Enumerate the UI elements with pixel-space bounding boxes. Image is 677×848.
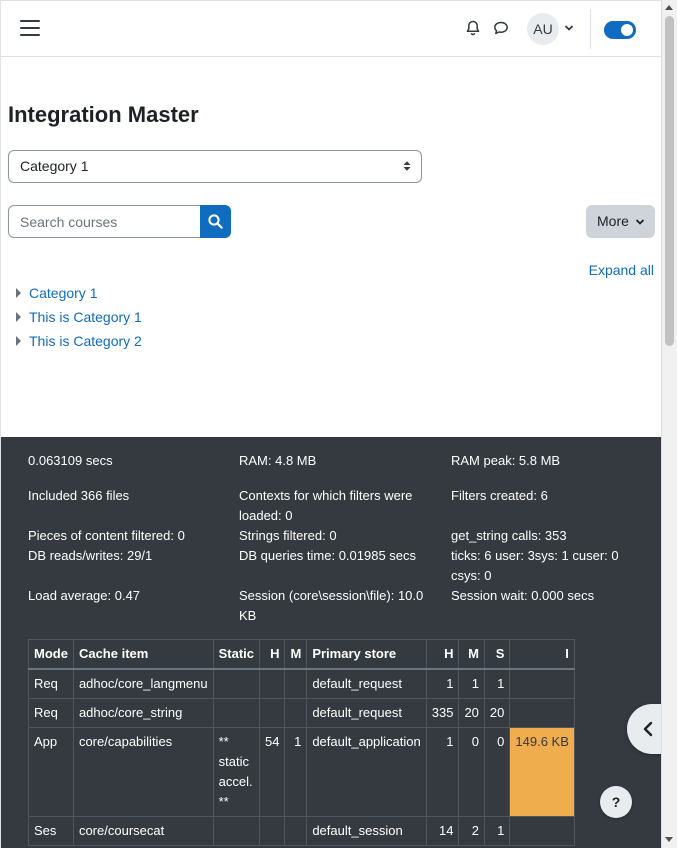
perf-ticks: ticks: 6 user: 3sys: 1 cuser: 0 csys: 0 [451,548,619,583]
col-cache-item: Cache item [72,639,214,670]
perf-db-reads-writes: DB reads/writes: 29/1 [28,548,153,563]
search-icon [208,214,223,229]
edit-mode-toggle[interactable] [604,21,636,39]
table-row: Req adhoc/core_langmenu default_request … [28,668,575,699]
perf-strings-filtered: Strings filtered: 0 [239,528,337,543]
search-button[interactable] [200,205,231,238]
page-scrollbar[interactable] [661,0,677,848]
category-select[interactable]: Category 1 [8,150,422,183]
perf-db-time: DB queries time: 0.01985 secs [239,548,417,563]
perf-session-wait: Session wait: 0.000 secs [451,588,595,603]
navbar: AU [1,1,661,57]
highlight-cell: 149.6 KB [509,727,575,817]
col-h2: H [425,639,460,670]
scroll-thumb[interactable] [665,16,674,346]
performance-footer: 0.063109 secs RAM: 4.8 MB RAM peak: 5.8 … [1,437,661,848]
caret-right-icon [16,336,21,346]
chevron-down-icon [635,219,645,225]
col-h: H [259,639,286,670]
col-i: I [509,639,575,670]
page-title: Integration Master [8,102,199,127]
scroll-down-arrow-icon[interactable] [665,837,673,842]
category-item[interactable]: This is Category 1 [16,309,142,329]
page-frame: AU Integration Master Category 1 More Ex… [0,0,661,848]
perf-time: 0.063109 secs [28,453,113,468]
col-mode: Mode [28,639,74,670]
perf-get-string: get_string calls: 353 [451,528,567,543]
category-select-value: Category 1 [20,158,89,174]
menu-hamburger-icon[interactable] [20,20,40,36]
caret-right-icon [16,288,21,298]
perf-session: Session (core\session\file): 10.0 KB [239,588,424,623]
chevron-down-icon[interactable] [564,23,574,33]
chat-bubble-icon[interactable] [492,19,510,37]
table-row: Ses core/coursecat default_session 14 2 … [28,816,575,846]
table-row: App core/capabilities ** static accel. *… [28,727,575,817]
search-input[interactable] [8,205,201,238]
category-item[interactable]: Category 1 [16,285,97,305]
navbar-divider [590,9,591,49]
bell-icon[interactable] [464,19,482,37]
perf-pieces-filtered: Pieces of content filtered: 0 [28,528,185,543]
user-avatar[interactable]: AU [527,13,559,45]
select-arrows-icon [403,161,411,171]
perf-ram: RAM: 4.8 MB [239,453,317,468]
cache-table: Mode Cache item Static H M Primary store… [28,639,575,846]
scroll-up-arrow-icon[interactable] [665,5,673,10]
col-primary-store: Primary store [306,639,427,670]
expand-all-link[interactable]: Expand all [588,262,654,278]
category-item[interactable]: This is Category 2 [16,333,142,353]
col-m: M [284,639,308,670]
table-row: Req adhoc/core_string default_request 33… [28,698,575,728]
perf-filters-created: Filters created: 6 [451,488,548,503]
caret-right-icon [16,312,21,322]
perf-included-files: Included 366 files [28,488,130,503]
chevron-left-icon [643,721,653,737]
help-button[interactable]: ? [600,786,632,818]
col-static: Static [212,639,261,670]
more-button[interactable]: More [586,205,655,238]
more-button-label: More [597,213,629,229]
col-m2: M [458,639,485,670]
perf-ram-peak: RAM peak: 5.8 MB [451,453,561,468]
table-header-row: Mode Cache item Static H M Primary store… [28,639,575,670]
col-s: S [483,639,511,670]
perf-contexts: Contexts for which filters were loaded: … [239,488,413,523]
course-search [8,205,231,238]
perf-load-average: Load average: 0.47 [28,588,141,603]
